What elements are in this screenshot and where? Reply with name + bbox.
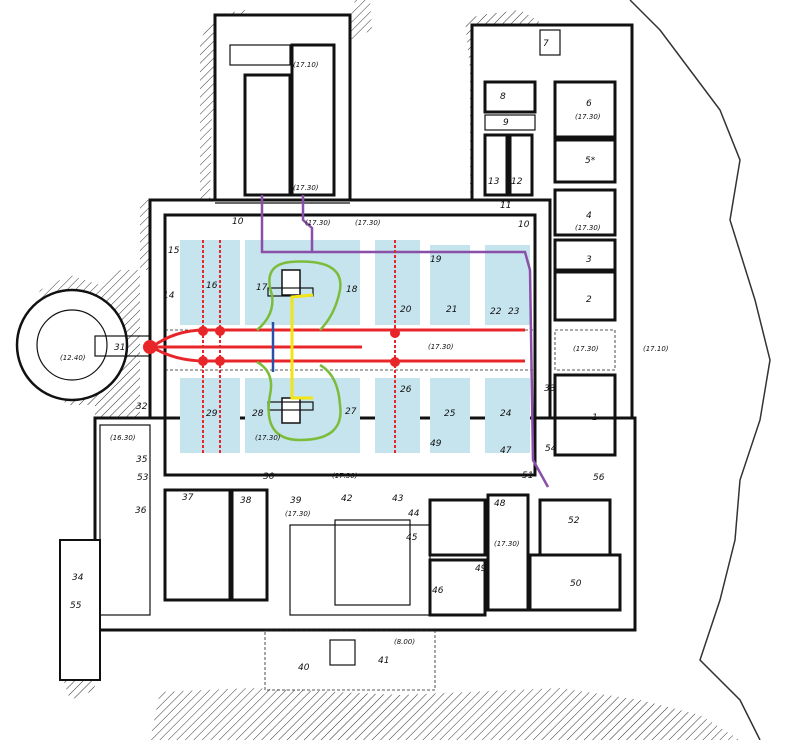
room-label: 10 (232, 217, 244, 227)
room-label: 54 (545, 444, 557, 454)
room-label: 10 (518, 220, 530, 230)
elevation-label: (17.30) (305, 219, 331, 227)
room-label: 39 (290, 496, 302, 506)
room-label: 46 (432, 586, 444, 596)
elevation-label: (8.00) (394, 638, 415, 646)
elevation-label: (17.30) (355, 219, 381, 227)
room-label: 21 (446, 305, 457, 315)
room-label: 14 (163, 291, 175, 301)
green-route-north (256, 260, 342, 331)
routes (143, 195, 550, 488)
room-label: 43 (392, 494, 404, 504)
elevation-label: (17.30) (494, 540, 520, 548)
room-label: 35 (136, 455, 148, 465)
room-label: 44 (408, 509, 420, 519)
room-label: 27 (345, 407, 357, 417)
room-label: 16 (206, 281, 218, 291)
room-label: 50 (570, 579, 582, 589)
room-label: 42 (341, 494, 353, 504)
room-label: 8 (500, 92, 506, 102)
room-label: 5* (585, 156, 596, 166)
room-label: 1 (592, 413, 598, 423)
room-label: 13 (488, 177, 500, 187)
room-label: 2 (586, 295, 592, 305)
room-label: 4 (586, 211, 592, 221)
elevation-label: (17.30) (293, 184, 319, 192)
room-label: 36 (135, 506, 147, 516)
room-label: 52 (568, 516, 580, 526)
elevation-label: (17.10) (293, 61, 319, 69)
room-label: 7 (543, 39, 549, 49)
room-label: 23 (508, 307, 520, 317)
elevation-label: (17.30) (332, 472, 358, 480)
room-label: 26 (400, 385, 412, 395)
room-label: 15 (168, 246, 180, 256)
room-label: 33 (544, 384, 556, 394)
room-label: 19 (430, 255, 442, 265)
room-label: 11 (500, 201, 511, 211)
room-label: 55 (70, 601, 82, 611)
elevation-label: (17.30) (573, 345, 599, 353)
elevation-label: (17.30) (575, 113, 601, 121)
room-label: 28 (252, 409, 264, 419)
room-label: 22 (490, 307, 502, 317)
elevation-labels: (17.10) (17.30) (17.30) (17.30) (17.30) … (60, 61, 669, 646)
room-label: 49 (430, 439, 442, 449)
room-label: 53 (137, 473, 149, 483)
room-label: 31 (114, 343, 125, 353)
elevation-label: (17.10) (643, 345, 669, 353)
room-label: 29 (206, 409, 218, 419)
room-label: 12 (511, 177, 523, 187)
room-label: 41 (378, 656, 389, 666)
room-label: 38 (240, 496, 252, 506)
room-labels: 1 2 3 4 5* 6 7 8 9 10 10 11 12 13 14 15 … (70, 39, 605, 673)
room-label: 49 (475, 564, 487, 574)
elevation-label: (17.30) (575, 224, 601, 232)
room-label: 30 (263, 472, 275, 482)
room-label: 47 (500, 446, 512, 456)
room-label: 18 (346, 285, 358, 295)
room-label: 48 (494, 499, 506, 509)
elevation-label: (12.40) (60, 354, 86, 362)
yellow-route (290, 293, 314, 400)
elevation-label: (17.30) (285, 510, 311, 518)
building-walls (15, 13, 637, 691)
elevation-label: (17.30) (255, 434, 281, 442)
elevation-label: (16.30) (110, 434, 136, 442)
room-label: 32 (136, 402, 148, 412)
elevation-label: (17.30) (428, 343, 454, 351)
room-label: 37 (182, 493, 194, 503)
room-label: 24 (500, 409, 512, 419)
room-label: 17 (256, 283, 268, 293)
room-label: 34 (72, 573, 84, 583)
room-label: 25 (444, 409, 456, 419)
room-label: 6 (586, 99, 592, 109)
purple-route (260, 195, 550, 488)
room-label: 56 (593, 473, 605, 483)
room-label: 9 (503, 118, 509, 128)
room-label: 45 (406, 533, 418, 543)
room-label: 51 (522, 471, 533, 481)
room-label: 40 (298, 663, 310, 673)
green-route-south (256, 360, 342, 442)
room-label: 3 (586, 255, 592, 265)
room-label: 20 (400, 305, 412, 315)
